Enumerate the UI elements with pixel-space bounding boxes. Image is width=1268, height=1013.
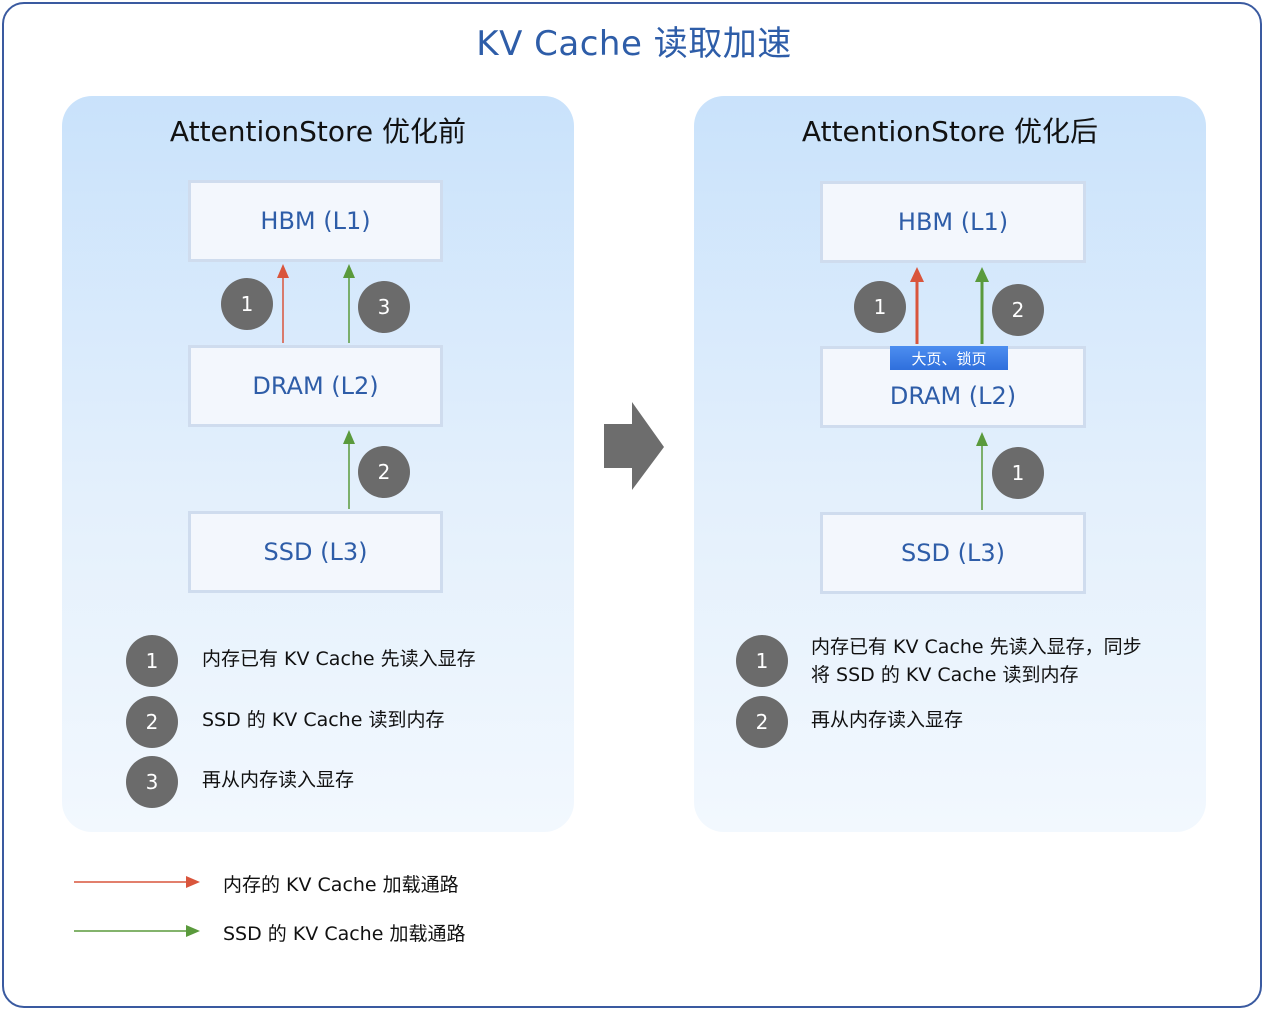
step-badge: 1: [221, 278, 273, 330]
hbm-box: HBM (L1): [188, 180, 443, 262]
panel-after: AttentionStore 优化后 HBM (L1) DRAM (L2) SS…: [694, 96, 1206, 832]
after-arrows: [910, 267, 989, 510]
step-badge: 2: [736, 696, 788, 748]
memory-path-arrow: [910, 267, 924, 344]
step-text: 再从内存读入显存: [202, 769, 355, 791]
ssd-box: SSD (L3): [188, 511, 443, 593]
before-arrows: [277, 264, 355, 509]
step-badge: 1: [126, 635, 178, 687]
step-text-line1: 内存已有 KV Cache 先读入显存，同步: [811, 636, 1142, 658]
panel-after-title: AttentionStore 优化后: [801, 115, 1099, 148]
panel-before: AttentionStore 优化前 HBM (L1) DRAM (L2) SS…: [62, 96, 574, 832]
step-badge: 1: [854, 281, 906, 333]
legend-ssd-label: SSD 的 KV Cache 加载通路: [223, 923, 466, 945]
legend-memory-arrow: [74, 876, 200, 888]
memory-path-arrow: [277, 264, 289, 343]
dram-box-label: DRAM (L2): [889, 382, 1017, 410]
transition-arrow-icon: [604, 402, 664, 490]
dram-box: DRAM (L2): [188, 345, 443, 427]
step-text: SSD 的 KV Cache 读到内存: [202, 709, 445, 731]
step-text: 再从内存读入显存: [811, 709, 964, 731]
legend-memory-label: 内存的 KV Cache 加载通路: [223, 874, 459, 896]
step-badge: 2: [126, 696, 178, 748]
panel-before-title: AttentionStore 优化前: [169, 115, 467, 148]
step-badge: 1: [736, 635, 788, 687]
legend-ssd-arrow: [74, 925, 200, 937]
step-badge: 1: [992, 447, 1044, 499]
ssd-path-arrow-dram-to-hbm: [343, 264, 355, 343]
step-badge: 3: [358, 281, 410, 333]
step-badge: 3: [126, 756, 178, 808]
diagram-title: KV Cache 读取加速: [476, 24, 792, 64]
ssd-path-arrow-ssd-to-dram: [976, 432, 988, 510]
hbm-box: HBM (L1): [820, 181, 1086, 263]
legend-lines: [74, 876, 200, 937]
ssd-box: SSD (L3): [820, 512, 1086, 594]
ssd-path-arrow-dram-to-hbm: [975, 267, 989, 344]
step-badge: 2: [992, 284, 1044, 336]
step-text-line2: 将 SSD 的 KV Cache 读到内存: [811, 664, 1079, 686]
step-text: 内存已有 KV Cache 先读入显存: [202, 648, 476, 670]
ssd-path-arrow-ssd-to-dram: [343, 430, 355, 509]
step-badge: 2: [358, 446, 410, 498]
hugepage-pinned-tag: 大页、锁页: [890, 346, 1008, 370]
